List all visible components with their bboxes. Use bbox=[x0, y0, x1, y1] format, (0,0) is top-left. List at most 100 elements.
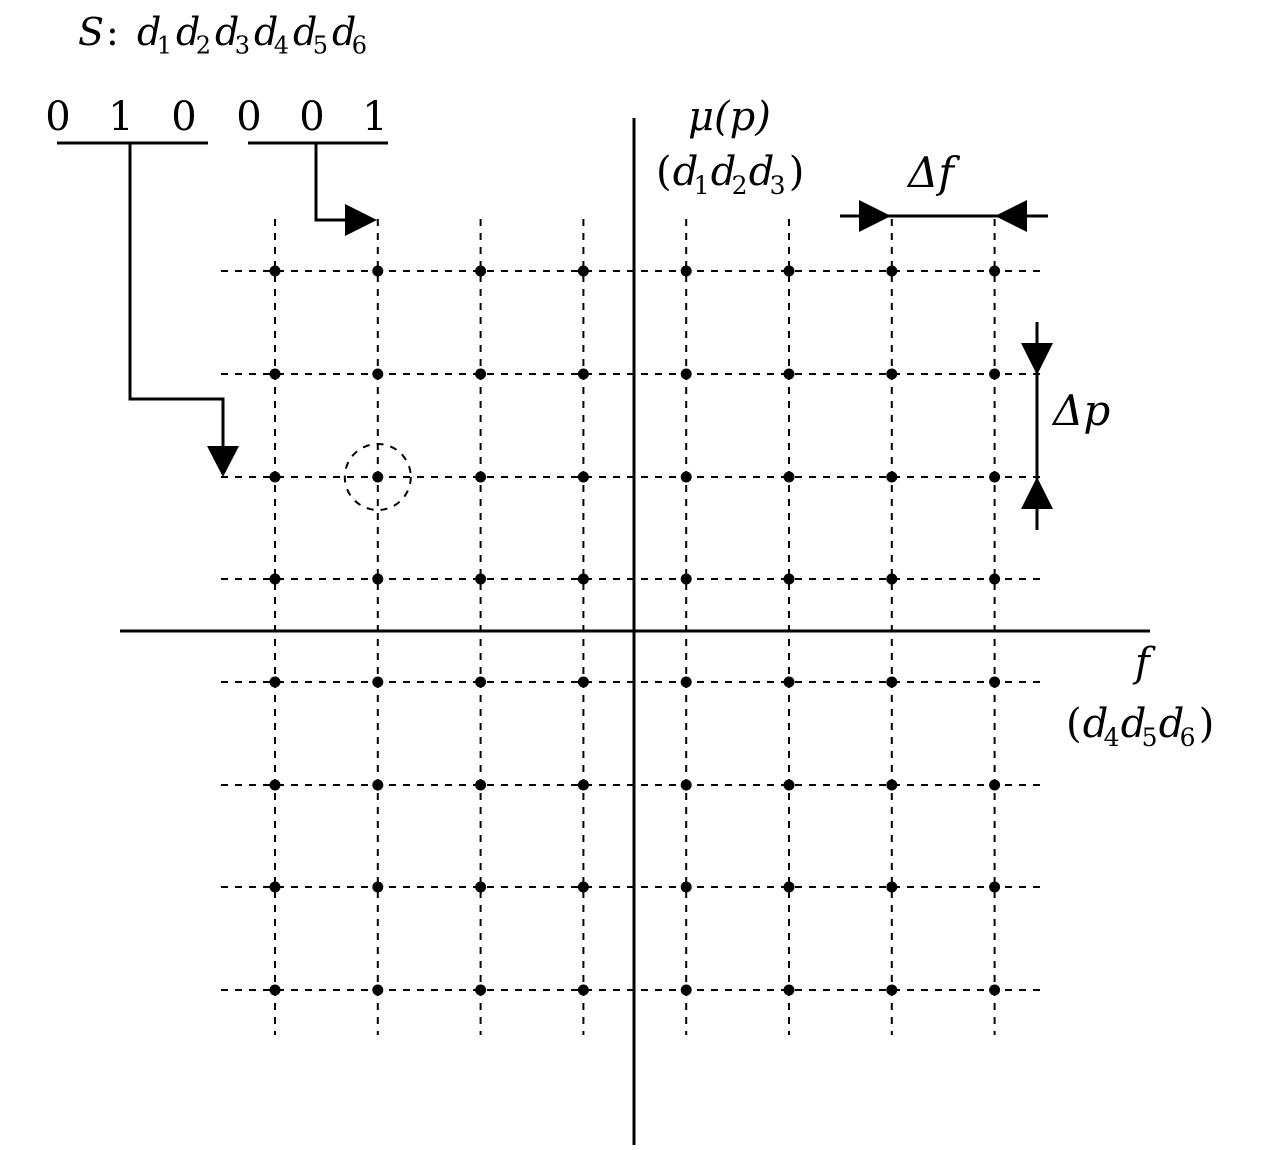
y-sublabel-d-1-subscript: 1 bbox=[694, 171, 710, 200]
constellation-point bbox=[475, 984, 487, 996]
constellation-point bbox=[783, 265, 795, 277]
constellation-point bbox=[680, 265, 692, 277]
constellation-point bbox=[783, 573, 795, 585]
constellation-point bbox=[372, 368, 384, 380]
y-sublabel-close-paren: ) bbox=[789, 149, 805, 195]
delta-p-bottom-arrowhead bbox=[1021, 477, 1053, 509]
constellation-point bbox=[783, 779, 795, 791]
constellation-point bbox=[783, 471, 795, 483]
constellation-point bbox=[372, 573, 384, 585]
constellation-point bbox=[269, 265, 281, 277]
delta-f-indicator: Δf bbox=[840, 148, 1048, 232]
constellation-point bbox=[475, 676, 487, 688]
constellation-point bbox=[577, 676, 589, 688]
delta-p-indicator: Δp bbox=[1021, 322, 1110, 530]
x-axis-label: f bbox=[1132, 640, 1156, 686]
delta-p-label: Δp bbox=[1051, 386, 1110, 435]
signal-symbol-d-1: d bbox=[137, 10, 161, 54]
constellation-point bbox=[886, 984, 898, 996]
constellation-point bbox=[886, 573, 898, 585]
column-mapping-arrow bbox=[314, 143, 377, 236]
constellation-point bbox=[886, 881, 898, 893]
signal-symbol-d-2: d bbox=[176, 10, 200, 54]
signal-colon: : bbox=[106, 10, 119, 54]
row-mapping-arrowhead bbox=[207, 446, 239, 477]
x-sublabel-d-1: d bbox=[1083, 701, 1109, 747]
grid-points bbox=[269, 265, 1001, 996]
constellation-point bbox=[577, 881, 589, 893]
constellation-point bbox=[680, 779, 692, 791]
constellation-point bbox=[475, 573, 487, 585]
x-sublabel-close-paren: ) bbox=[1199, 701, 1215, 747]
constellation-point bbox=[783, 881, 795, 893]
y-sublabel-d-2: d bbox=[711, 149, 737, 195]
signal-symbol-d-3-subscript: 3 bbox=[235, 31, 250, 59]
bit-1-group-3: 0 bbox=[171, 94, 196, 140]
constellation-point bbox=[372, 984, 384, 996]
constellation-point bbox=[886, 265, 898, 277]
constellation-point bbox=[269, 676, 281, 688]
row-mapping-arrow bbox=[128, 143, 239, 477]
signal-symbol-d-4: d bbox=[254, 10, 278, 54]
constellation-point bbox=[269, 368, 281, 380]
constellation-point bbox=[475, 881, 487, 893]
y-sublabel-d-2-subscript: 2 bbox=[732, 171, 748, 200]
delta-f-right-arrowhead bbox=[995, 200, 1027, 232]
signal-symbol-d-4-subscript: 4 bbox=[274, 31, 289, 59]
constellation-point bbox=[989, 984, 1001, 996]
constellation-point bbox=[783, 984, 795, 996]
constellation-point bbox=[783, 676, 795, 688]
constellation-point bbox=[886, 676, 898, 688]
signal-symbol-d-6-subscript: 6 bbox=[352, 31, 367, 59]
axes bbox=[120, 118, 1150, 1145]
x-sublabel-d-1-subscript: 4 bbox=[1104, 723, 1120, 752]
bit-2-group-3: 1 bbox=[362, 94, 387, 140]
constellation-point bbox=[886, 471, 898, 483]
constellation-point bbox=[577, 265, 589, 277]
constellation-point bbox=[372, 779, 384, 791]
constellation-point bbox=[989, 368, 1001, 380]
constellation-point bbox=[269, 779, 281, 791]
constellation-point bbox=[269, 573, 281, 585]
constellation-point bbox=[680, 881, 692, 893]
signal-symbol-d-5-subscript: 5 bbox=[313, 31, 328, 59]
x-sublabel-d-3: d bbox=[1159, 701, 1185, 747]
constellation-point bbox=[577, 779, 589, 791]
constellation-point bbox=[475, 779, 487, 791]
bit-2-group-1: 0 bbox=[236, 94, 261, 140]
row-mapping-path bbox=[128, 143, 225, 448]
constellation-point bbox=[680, 984, 692, 996]
constellation-point bbox=[680, 573, 692, 585]
constellation-point bbox=[886, 368, 898, 380]
column-mapping-path bbox=[314, 143, 348, 222]
constellation-point bbox=[680, 471, 692, 483]
constellation-point bbox=[989, 573, 1001, 585]
constellation-point bbox=[989, 265, 1001, 277]
constellation-point bbox=[372, 265, 384, 277]
x-sublabel-d-2-subscript: 5 bbox=[1142, 723, 1158, 752]
constellation-point bbox=[269, 984, 281, 996]
bit-1-group-2: 1 bbox=[108, 94, 133, 140]
signal-symbol-d-2-subscript: 2 bbox=[196, 31, 211, 59]
constellation-point bbox=[989, 779, 1001, 791]
constellation-point bbox=[577, 471, 589, 483]
constellation-point bbox=[577, 368, 589, 380]
constellation-point bbox=[989, 471, 1001, 483]
delta-f-left-arrowhead bbox=[859, 200, 891, 232]
constellation-point bbox=[475, 368, 487, 380]
constellation-point bbox=[372, 676, 384, 688]
constellation-point bbox=[989, 881, 1001, 893]
signal-symbol-d-5: d bbox=[293, 10, 317, 54]
x-sublabel-d-3-subscript: 6 bbox=[1180, 723, 1196, 752]
constellation-point bbox=[886, 779, 898, 791]
constellation-point bbox=[783, 368, 795, 380]
constellation-point bbox=[680, 676, 692, 688]
constellation-point bbox=[269, 881, 281, 893]
